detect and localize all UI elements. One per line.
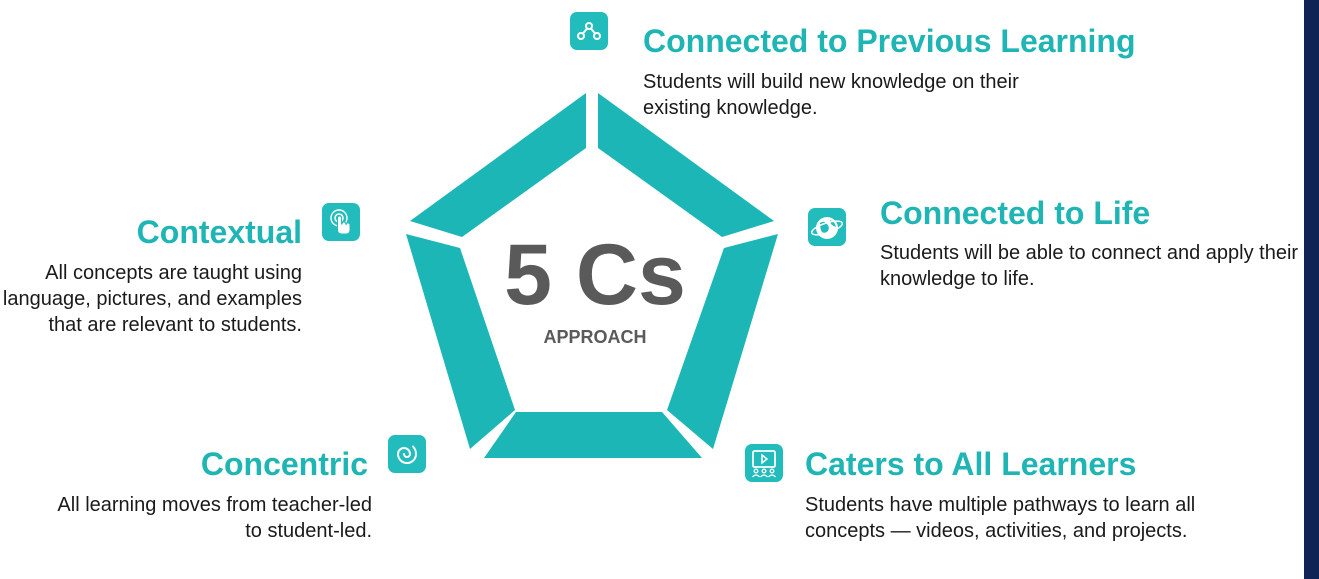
nodes-icon <box>570 12 608 50</box>
item-title-contextual: Contextual <box>136 214 302 250</box>
pentagon-segment-left <box>406 234 515 449</box>
center-title: 5 Cs <box>504 227 686 323</box>
globe-icon <box>808 208 846 246</box>
right-edge-bar <box>1304 0 1319 579</box>
spiral-icon <box>388 435 426 473</box>
item-title-connected-to-life: Connected to Life <box>880 195 1151 231</box>
item-title-caters-to-all: Caters to All Learners <box>805 446 1137 482</box>
touch-icon <box>322 203 360 241</box>
pentagon-segment-top-right <box>598 93 774 237</box>
item-desc-concentric: All learning moves from teacher-led to s… <box>57 494 372 542</box>
item-desc-previous-learning: Students will build new knowledge on the… <box>643 71 1019 119</box>
item-desc-contextual: All concepts are taught using language, … <box>2 262 302 336</box>
pentagon-segment-bottom <box>484 412 702 458</box>
item-desc-connected-to-life: Students will be able to connect and app… <box>880 242 1299 290</box>
item-title-previous-learning: Connected to Previous Learning <box>643 23 1136 59</box>
item-title-concentric: Concentric <box>200 446 368 482</box>
classroom-video-icon <box>745 444 783 482</box>
pentagon-segment-right <box>667 234 778 449</box>
center-subtitle: APPROACH <box>543 327 647 347</box>
item-desc-caters-to-all: Students have multiple pathways to learn… <box>805 494 1196 542</box>
pentagon-segment-top-left <box>410 93 586 237</box>
